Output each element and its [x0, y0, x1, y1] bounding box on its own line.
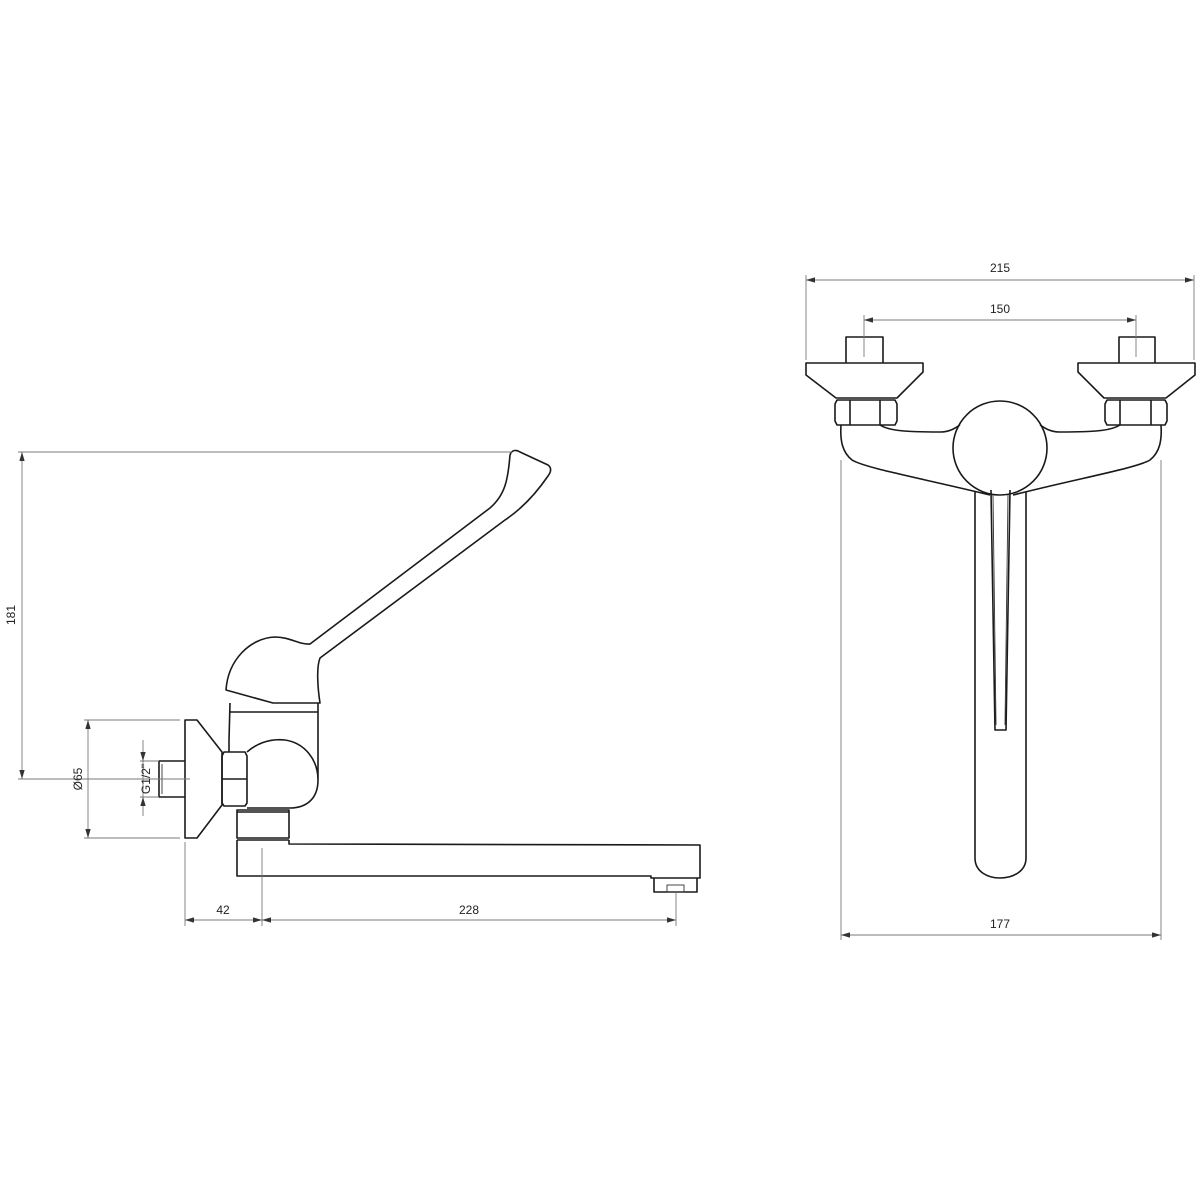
- side-view: 181 Ø65 G1/2" 42 228: [4, 449, 701, 926]
- left-nipple: [845, 336, 884, 363]
- spout: [236, 840, 701, 879]
- dim-wall-offset: 42: [216, 903, 230, 917]
- dim-inlet-spacing: 150: [990, 302, 1010, 316]
- dim-overall-width: 215: [990, 261, 1010, 275]
- dim-height: 181: [4, 605, 18, 625]
- left-wall-plate: [805, 362, 924, 399]
- dim-plate-diameter: Ø65: [71, 767, 85, 790]
- right-nipple: [1118, 336, 1156, 363]
- hex-nut: [221, 751, 248, 807]
- right-wall-plate: [1077, 362, 1196, 399]
- lever-handle: [225, 449, 552, 704]
- wall-plate: [184, 719, 223, 839]
- lever-slot: [990, 489, 1011, 731]
- cartridge-cap: [952, 400, 1048, 496]
- dim-body-width: 177: [990, 917, 1010, 931]
- swivel-collar: [236, 809, 290, 839]
- front-view: 215 150 177: [805, 261, 1196, 940]
- right-hex-nut: [1104, 399, 1168, 426]
- dim-spout-reach: 228: [459, 903, 479, 917]
- left-hex-nut: [834, 399, 898, 426]
- dim-thread: G1/2": [139, 764, 153, 794]
- lever-front: [974, 492, 1027, 879]
- mixer-body: [228, 702, 319, 809]
- mixer-body-front: [839, 424, 1163, 496]
